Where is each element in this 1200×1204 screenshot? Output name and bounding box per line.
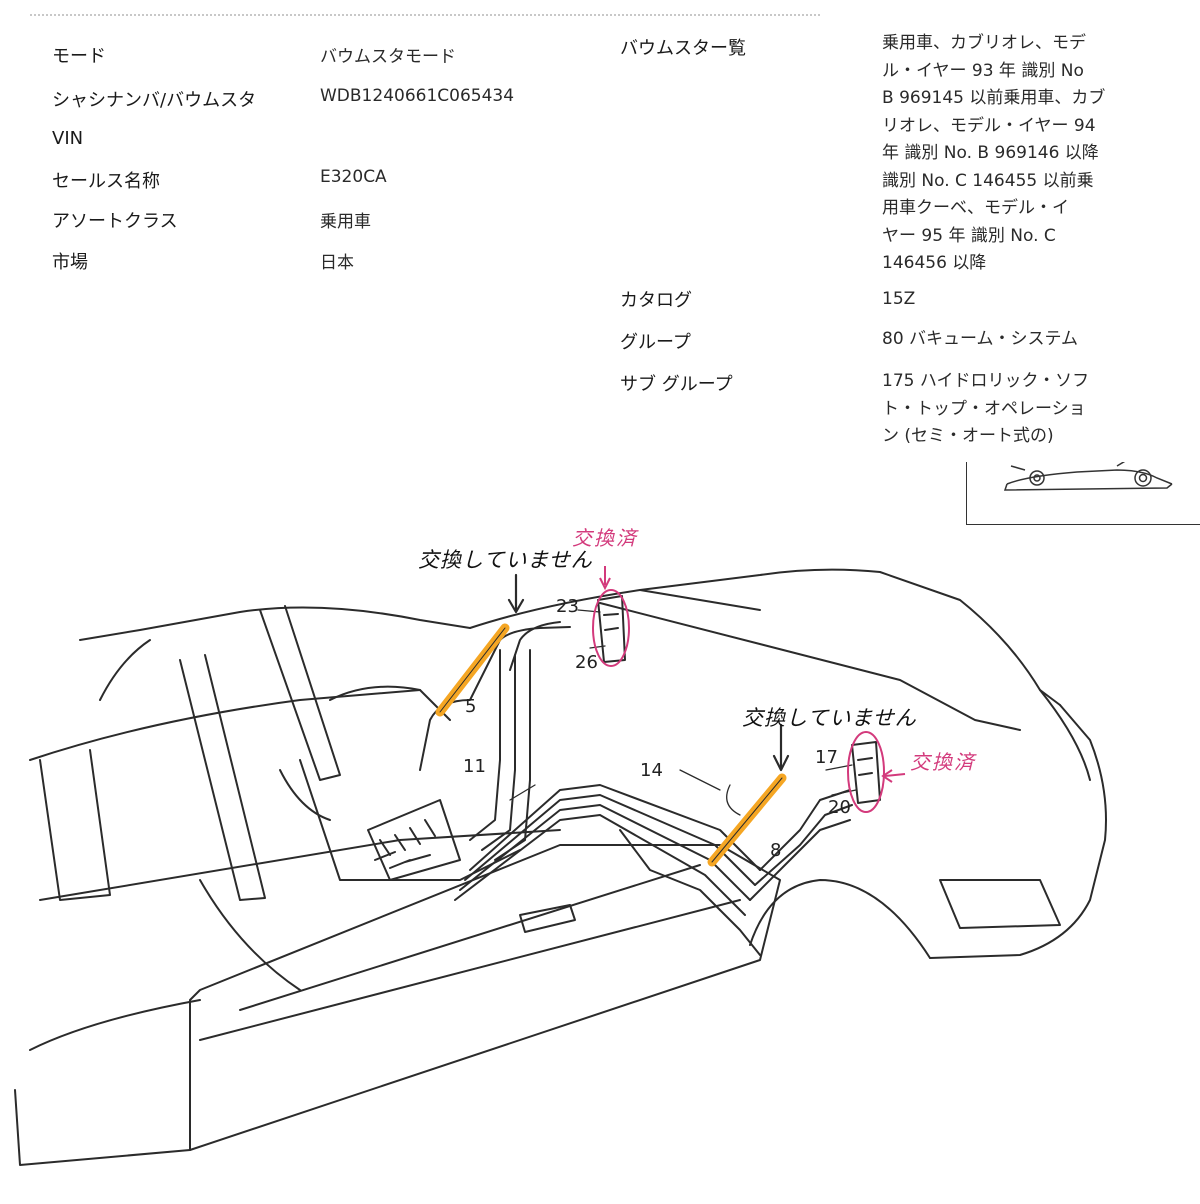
parts-diagram: 23 26 5 11 14 8 17 20 交換していません 交換していません … (0, 470, 1200, 1200)
info-row-market: 市場 日本 (52, 248, 612, 278)
catalog-label: カタログ (620, 290, 692, 311)
scan-edge (30, 14, 820, 16)
baumuster-line: 146456 以降 (882, 253, 987, 273)
info-value: バウムスタモード (320, 47, 456, 67)
callout-26: 26 (575, 652, 598, 673)
info-row-assort-class: アソートクラス 乗用車 (52, 207, 612, 237)
baumuster-line: ル・イヤー 93 年 識別 No (882, 60, 1084, 81)
note-replaced: 交換済 (910, 750, 976, 774)
callout-5: 5 (465, 696, 477, 717)
callout-14: 14 (640, 760, 663, 781)
info-label: アソートクラス (52, 211, 178, 232)
info-label: 市場 (52, 252, 88, 273)
group-value: 80 バキューム・システム (882, 329, 1079, 349)
subgroup-line: ト・トップ・オペレーショ (882, 398, 1086, 419)
subgroup-label: サブ グループ (620, 374, 733, 395)
callout-20: 20 (828, 797, 851, 818)
callout-23: 23 (556, 596, 579, 617)
info-row-sales-name: セールス名称 E320CA (52, 167, 612, 197)
convertible-car-illustration (14, 566, 1107, 1166)
subgroup-line: 175 ハイドロリック・ソフ (882, 371, 1090, 391)
baumuster-line: 用車クーベ、モデル・イ (882, 198, 1069, 218)
group-label: グループ (620, 332, 691, 353)
baumuster-line: 乗用車、カブリオレ、モデ (882, 33, 1086, 53)
baumuster-line: B 969145 以前乗用車、カブ (882, 88, 1106, 108)
subgroup-line: ン (セミ・オート式の) (882, 426, 1054, 446)
info-label: シャシナンバ/バウムスタ (52, 90, 257, 111)
baumuster-line: ヤー 95 年 識別 No. C (882, 225, 1056, 246)
baumuster-label: バウムスター覧 (620, 38, 746, 59)
callout-17: 17 (815, 747, 838, 768)
info-value: 日本 (320, 253, 354, 273)
baumuster-line: リオレ、モデル・イヤー 94 (882, 115, 1096, 136)
baumuster-line: 識別 No. C 146455 以前乗 (882, 170, 1094, 191)
info-row-vin: VIN (52, 128, 612, 158)
catalog-value: 15Z (882, 289, 916, 309)
info-value: E320CA (320, 167, 387, 187)
note-not-replaced: 交換していません (742, 706, 917, 730)
callout-8: 8 (770, 840, 782, 861)
baumuster-list: 乗用車、カブリオレ、モデ ル・イヤー 93 年 識別 No B 969145 以… (882, 30, 1157, 278)
info-label: VIN (52, 128, 84, 149)
info-value: 乗用車 (320, 212, 371, 232)
info-row-chassis: シャシナンバ/バウムスタ WDB1240661C065434 (52, 86, 612, 116)
callout-11: 11 (463, 756, 486, 777)
note-replaced: 交換済 (572, 526, 638, 550)
info-label: セールス名称 (52, 171, 160, 192)
info-value: WDB1240661C065434 (320, 86, 515, 106)
subgroup-value: 175 ハイドロリック・ソフ ト・トップ・オペレーショ ン (セミ・オート式の) (882, 368, 1157, 451)
baumuster-line: 年 識別 No. B 969146 以降 (882, 143, 1099, 163)
info-label: モード (52, 46, 106, 67)
info-row-mode: モード バウムスタモード (52, 42, 612, 72)
note-not-replaced: 交換していません (418, 548, 593, 572)
